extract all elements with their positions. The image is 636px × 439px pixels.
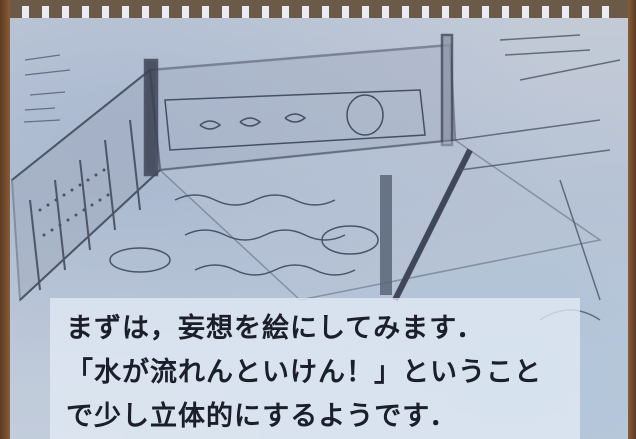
left-wall-dots [38, 168, 110, 237]
shelf-fish-sketch [164, 89, 426, 151]
caption-line-3: で少し立体的にするようです． [66, 401, 458, 432]
spiral-rings [22, 6, 609, 18]
caption-line-1: まずは，妄想を絵にしてみます． [66, 313, 485, 344]
margin-notes [23, 54, 71, 123]
wooden-table-edge-left [0, 0, 10, 439]
front-post [380, 148, 473, 302]
caption-line-2: 「水が流れんといけん！」ということ [66, 357, 542, 388]
caption-panel [50, 298, 580, 439]
tank-back-wall [143, 33, 457, 177]
wooden-table-edge-right [628, 0, 636, 439]
